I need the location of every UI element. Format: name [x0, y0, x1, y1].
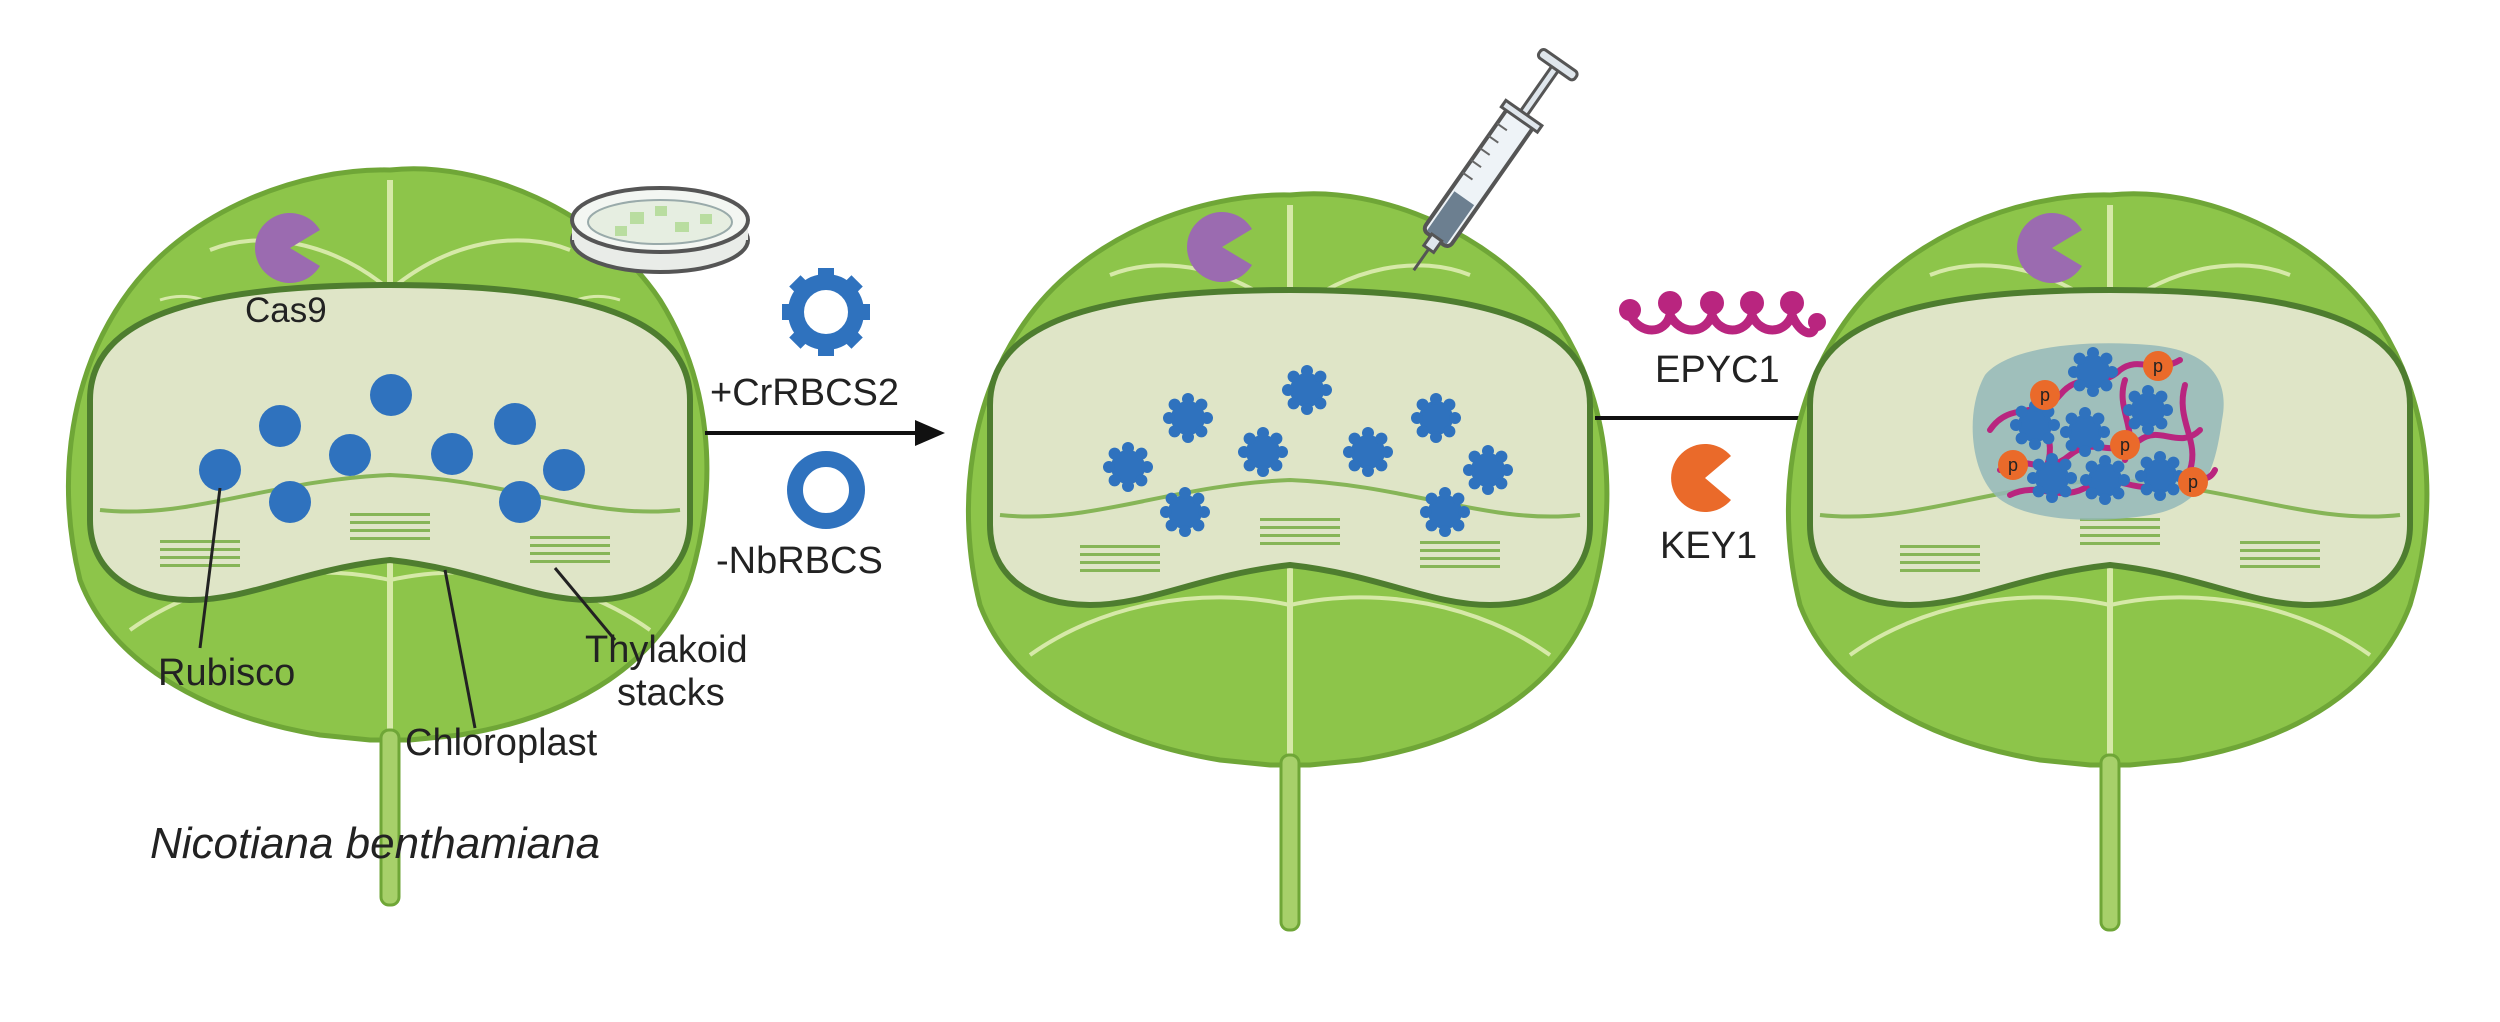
cas9-label: Cas9	[245, 291, 327, 330]
gear-icon	[782, 268, 870, 356]
chloroplast-1	[90, 285, 690, 600]
phospho-markers: p p p p p	[1998, 351, 2208, 497]
remove-gene-label: -NbRBCS	[716, 540, 883, 582]
ring-icon	[787, 451, 865, 529]
leader-lines	[198, 487, 617, 729]
thylakoid-label-line2: stacks	[617, 672, 725, 714]
petri-dish-icon	[570, 186, 750, 274]
rubisco-native-dots	[199, 374, 585, 523]
chloroplast-2	[990, 290, 1590, 605]
species-label: Nicotiana benthamiana	[150, 819, 600, 868]
phospho-label: p	[2040, 385, 2050, 405]
phospho-label: p	[2153, 356, 2163, 376]
syringe-icon	[1412, 48, 1579, 272]
key1-icon	[1671, 444, 1731, 512]
add-gene-label: +CrRBCS2	[710, 372, 899, 414]
chloroplast-label: Chloroplast	[405, 722, 598, 764]
epyc1-label: EPYC1	[1655, 349, 1780, 391]
key1-label: KEY1	[1660, 525, 1757, 567]
thylakoid-label-line1: Thylakoid	[585, 629, 748, 671]
phospho-label: p	[2120, 435, 2130, 455]
rubisco-label: Rubisco	[158, 652, 295, 694]
arrow-1	[705, 420, 945, 446]
epyc1-icon	[1619, 291, 1826, 338]
phospho-label: p	[2008, 455, 2018, 475]
phospho-label: p	[2188, 472, 2198, 492]
